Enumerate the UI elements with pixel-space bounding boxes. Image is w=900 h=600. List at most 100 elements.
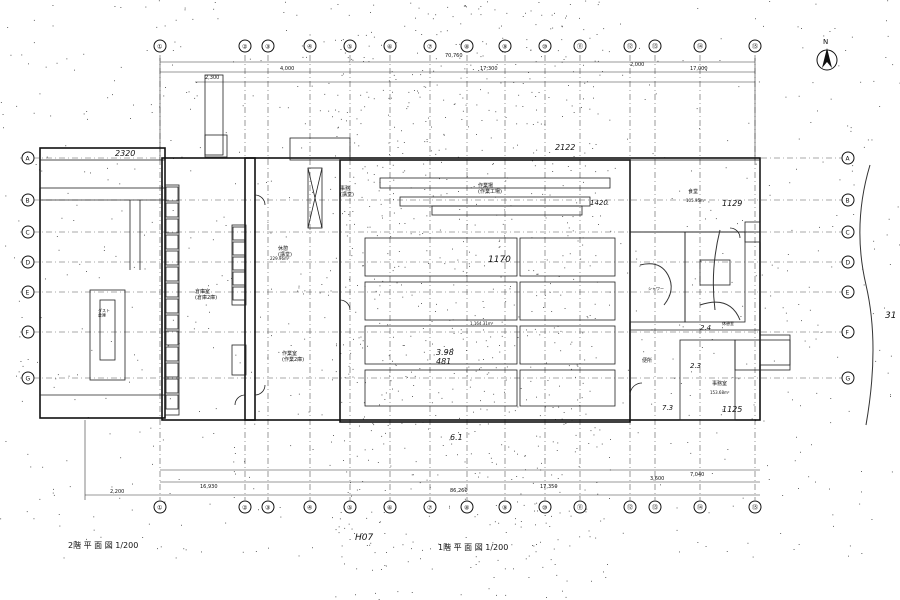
grid-bubble-label: ⑨ [502, 44, 507, 51]
handwritten-6-1: 6.1 [450, 433, 463, 442]
dimension-lines-top: 70,760 2,300 4,000 17,300 2,000 17,000 [159, 53, 756, 160]
grid-bubble-label: C [26, 230, 30, 237]
room-toilet: 便所 [642, 357, 652, 364]
grid-bubble [693, 39, 707, 53]
rack-cell [165, 346, 179, 362]
grid-bubble-label: ④ [307, 44, 312, 51]
grid-bubble-label: ⑭ [697, 504, 703, 512]
handwritten-2320: 2320 [115, 149, 135, 158]
rack-cell [165, 202, 179, 218]
grid-bubble [498, 39, 512, 53]
grid-bubble [303, 500, 317, 514]
grid-bubble-label: ⑬ [652, 43, 658, 51]
grid-bubble [693, 500, 707, 514]
handwritten-1170: 1170 [488, 255, 511, 265]
grid-bubble [153, 500, 167, 514]
grid-bubble [623, 39, 637, 53]
left-annex: ダスト倉庫 2320 [39, 147, 166, 419]
grid-bubble [841, 151, 855, 165]
grid-bubble [423, 39, 437, 53]
rack-cell [165, 378, 179, 394]
room-chikabako: ダスト倉庫 [98, 307, 110, 318]
room-mainhall: 作業場(作業工場) [478, 182, 502, 195]
north-label: N [823, 38, 828, 46]
grid-bubble-label: ② [242, 505, 248, 512]
rack-cell [165, 266, 179, 282]
grid-bubble-label: ⑧ [464, 44, 469, 51]
grid-bubble-label: F [846, 330, 850, 337]
area-hall: 229.96m² [270, 256, 290, 261]
grid-bubble [343, 500, 357, 514]
grid-bubble [748, 500, 762, 514]
dim-bottom-3: 7,040 [690, 472, 704, 478]
hall-cells [364, 237, 616, 407]
rack-cell [165, 234, 179, 250]
dim-bottom-total: 86,260 [450, 488, 468, 494]
grid-bubble [841, 371, 855, 385]
grid-bubble [748, 39, 762, 53]
grid-bubble-label: ⑭ [697, 43, 703, 51]
room-shokudo: 食堂 [688, 188, 698, 195]
hall-bay [364, 325, 518, 365]
grid-bubble [623, 500, 637, 514]
grid-bubble [538, 39, 552, 53]
grid-bubble-label: ⑬ [652, 504, 658, 512]
grid-bubble-label: ⑫ [627, 504, 633, 512]
grid-bubble [21, 371, 35, 385]
rack-cell [232, 226, 246, 241]
handwritten-24: 2.4 [700, 324, 711, 332]
hall-bay [364, 281, 518, 321]
grid-bubble [261, 39, 275, 53]
handwritten-23: 2.3 [690, 362, 701, 370]
rack-cell [165, 218, 179, 234]
grid-bubble-label: ⑦ [427, 44, 433, 51]
grid-bubble-label: ⑮ [752, 504, 758, 512]
rack-cell [165, 186, 179, 202]
grid-bubble-label: E [846, 290, 850, 297]
grid-bubble-label: E [26, 290, 30, 297]
dim-top-left2: 4,000 [280, 66, 294, 72]
title-1f: 1階 平 面 図 1/200 [438, 542, 508, 552]
grid-bubble-label: ⑪ [577, 43, 583, 51]
grid-bubble [21, 151, 35, 165]
dim-bottom-1: 16,930 [200, 484, 218, 490]
grid-bubble-label: ④ [307, 505, 312, 512]
grid-bubble [841, 225, 855, 239]
grid-bubble [460, 39, 474, 53]
dimension-lines-bottom: 86,260 16,930 17,350 7,040 3,600 2,200 [84, 420, 760, 500]
title-2f: 2階 平 面 図 1/200 [68, 540, 138, 550]
north-arrow-icon: N [816, 38, 838, 71]
grid-bubble-label: ⑩ [542, 44, 547, 51]
grid-bubble-label: ⑥ [387, 505, 392, 512]
rack-cells [165, 186, 246, 410]
grid-bubble-label: ⑧ [464, 505, 469, 512]
grid-bubble-label: A [26, 156, 31, 163]
handwritten-h07: H07 [355, 533, 373, 543]
grid-bubble [343, 39, 357, 53]
dim-bottom-5: 2,200 [110, 489, 124, 495]
hall-bay [519, 237, 616, 277]
dim-top-mid: 17,300 [480, 66, 498, 72]
dim-top-left: 2,300 [205, 75, 219, 81]
dim-bottom-4: 3,600 [650, 476, 664, 482]
room-shower: シャワー [648, 286, 664, 291]
grid-bubble-label: D [26, 260, 31, 267]
rack-cell [165, 330, 179, 346]
grid-bubble [383, 500, 397, 514]
rack-cell [165, 298, 179, 314]
dim-top-right: 2,000 [630, 62, 644, 68]
rack-cell [232, 286, 246, 301]
grid-bubble-label: ⑪ [577, 504, 583, 512]
grid-bubble [21, 193, 35, 207]
grid-bubble [261, 500, 275, 514]
hall-bay [519, 369, 616, 407]
dim-top-total: 70,760 [445, 53, 463, 59]
room-kyuto: 休憩室 [722, 320, 734, 326]
grid-bubble [238, 500, 252, 514]
grid-bubble [303, 39, 317, 53]
area-shokudo: 105.95m² [686, 198, 706, 203]
grid-bubble [648, 39, 662, 53]
